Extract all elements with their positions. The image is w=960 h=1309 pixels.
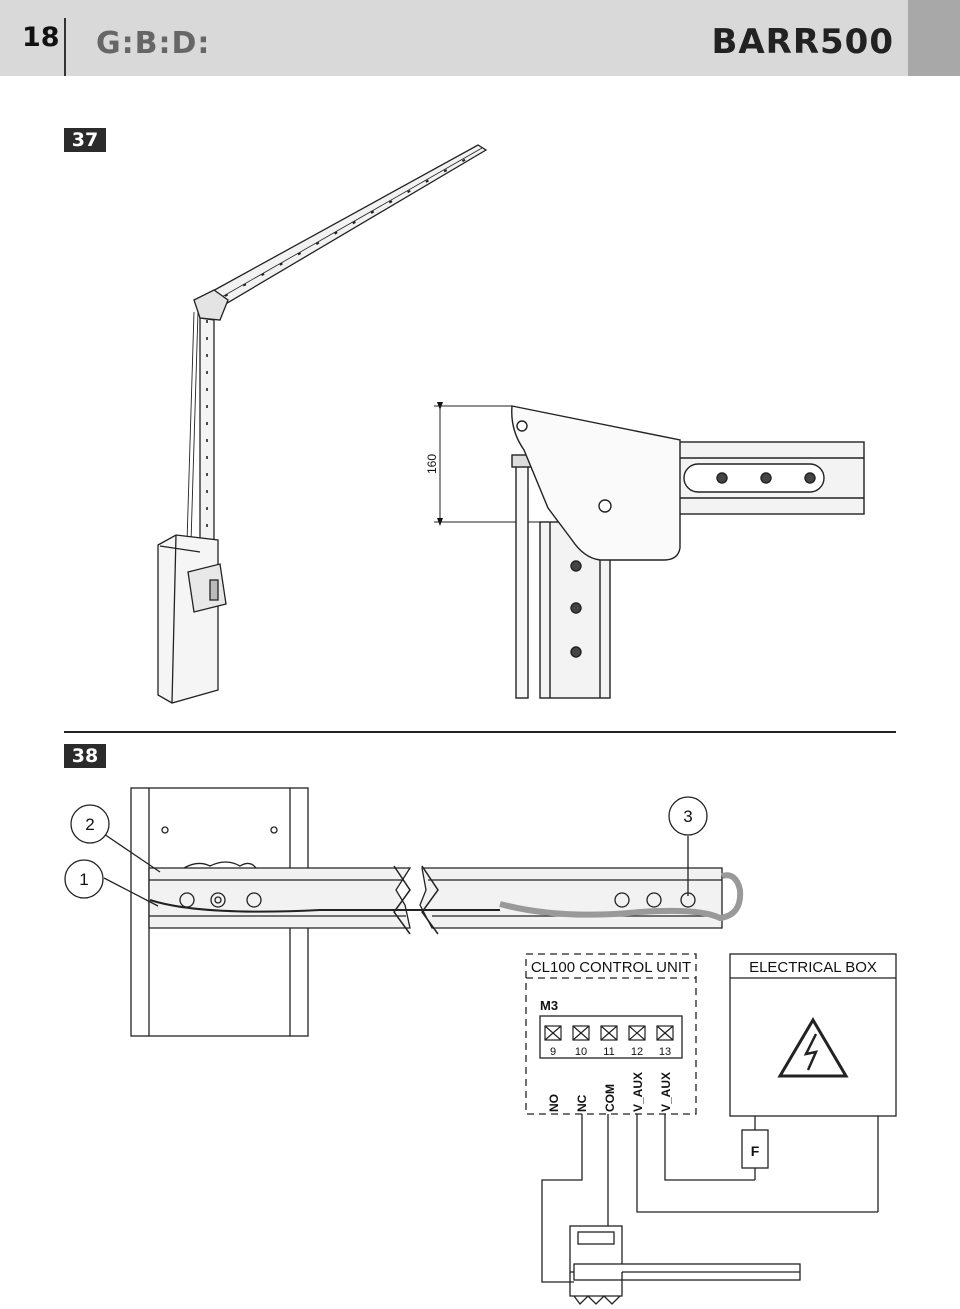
figure-38-badge: 38 <box>64 744 106 768</box>
header-divider <box>64 18 66 76</box>
terminal-10: 10 <box>575 1046 587 1058</box>
page-number: 18 <box>22 22 60 53</box>
terminal-13: 13 <box>659 1046 671 1058</box>
page-tab-strip <box>908 0 960 76</box>
page-header: 18 G:B:D: BARR500 <box>0 0 960 76</box>
callout-3: 3 <box>683 807 692 826</box>
control-unit-title: CL100 CONTROL UNIT <box>531 959 691 976</box>
hinge-detail-drawing <box>434 402 865 699</box>
callout-2: 2 <box>85 815 94 834</box>
signal-v-aux-2: V_AUX <box>659 1072 673 1112</box>
brand-logo: G:B:D: <box>96 26 211 61</box>
terminal-12: 12 <box>631 1046 643 1058</box>
barrier-overview-drawing <box>157 144 488 704</box>
wiring-drawing <box>64 787 897 1305</box>
terminal-9: 9 <box>550 1046 556 1058</box>
dimension-label: 160 <box>425 454 439 474</box>
electrical-box-title: ELECTRICAL BOX <box>749 959 877 976</box>
signal-nc: NC <box>575 1094 589 1112</box>
signal-v-aux-1: V_AUX <box>631 1072 645 1112</box>
terminal-block-label: M3 <box>540 998 558 1013</box>
figure-37-badge: 37 <box>64 128 106 152</box>
model-title: BARR500 <box>711 22 894 62</box>
terminal-11: 11 <box>603 1046 614 1058</box>
callout-1: 1 <box>79 870 88 889</box>
section-rule <box>64 731 896 733</box>
signal-no: NO <box>547 1094 561 1112</box>
signal-com: COM <box>603 1084 617 1112</box>
fuse-label: F <box>751 1143 760 1159</box>
